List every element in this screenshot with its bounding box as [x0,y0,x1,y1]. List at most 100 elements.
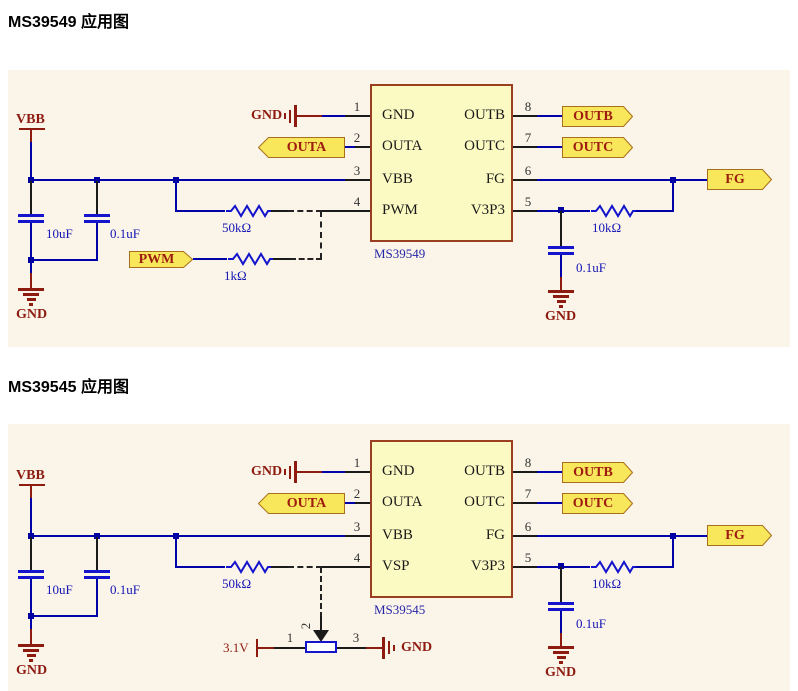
dashed-wire [320,211,322,259]
power-bar-icon [19,484,45,486]
ic-body [370,440,513,598]
wire [537,179,707,181]
pin-number: 3 [353,519,361,534]
port-label: PWM [138,251,175,267]
gnd-net-label: GND [16,307,48,322]
port-shape [707,169,772,190]
wire [320,616,322,632]
pin-number: 6 [524,519,532,534]
wire [175,535,177,567]
ground-bar-icon [289,110,291,123]
power-bar-icon [19,128,45,130]
wire [30,142,32,181]
wire [271,210,288,212]
port-label: OUTA [286,495,327,511]
dashed-wire [290,258,322,260]
pin-number: 1 [353,455,361,470]
wire [537,146,562,148]
ic-pin-label: FG [485,171,505,187]
resistor-symbol [226,204,271,218]
resistor-symbol [591,204,636,218]
wire [30,579,32,616]
capacitor-symbol [548,602,574,614]
ic-pin-label: OUTA [382,494,423,510]
pin-stub [513,115,537,117]
ic-pin-label: VSP [382,558,410,574]
ic-pin-label: V3P3 [470,202,505,218]
port-shape [562,137,633,158]
capacitor-symbol [18,214,44,226]
wire [537,115,562,117]
wire [366,647,382,649]
resistor-symbol [591,560,636,574]
pin-stub [355,146,370,148]
wire [345,146,355,148]
resistor-value: 50kΩ [222,220,252,235]
port-fg: FG [707,525,772,546]
port-label: FG [725,527,745,543]
wire [30,273,32,288]
ic-pin-label: GND [382,463,415,479]
ic-pin-label: GND [382,107,415,123]
vbb-net-label: VBB [16,112,45,127]
port-fg: FG [707,169,772,190]
ic-pin-label: OUTB [464,463,505,479]
ic-pin-label: VBB [382,171,413,187]
junction-dot [558,563,564,569]
pot-pin-number: 3 [352,630,360,645]
junction-dot [94,533,100,539]
ground-bar-icon [393,645,395,651]
wire [30,629,32,644]
ic-pin-label: OUTA [382,138,423,154]
wire [322,115,345,117]
port-pwm: PWM [129,251,193,268]
resistor-value: 1kΩ [224,268,247,283]
junction-dot [28,533,34,539]
cap-value: 0.1uF [576,616,606,631]
ic-name: MS39549 [374,246,426,261]
dashed-wire [320,567,322,618]
pin-number: 5 [524,550,532,565]
port-shape [707,525,772,546]
wire [30,130,32,142]
port-shape [562,462,633,483]
pin-stub [513,535,537,537]
gnd-net-label: GND [251,464,283,479]
terminal-bar-icon [256,639,258,657]
ground-bar-icon [388,641,390,654]
gnd-net-label: GND [16,663,48,678]
pot-pin-number: 2 [298,622,313,630]
wire [337,647,366,649]
pin-stub [345,471,370,473]
cap-value: 10uF [46,582,73,597]
ground-symbol [548,646,574,666]
cap-value: 10uF [46,226,73,241]
pin-stub [513,566,537,568]
wire [30,617,32,629]
resistor-value: 10kΩ [592,220,622,235]
wire [274,647,305,649]
gnd-net-label: GND [401,640,433,655]
ic-pin-label: OUTC [464,494,505,510]
pin-number: 4 [353,194,361,209]
wire [96,537,98,570]
pin-stub [355,502,370,504]
circuit1-title: MS39549 应用图 [8,14,129,31]
ground-bar-icon [382,637,385,659]
wire [96,181,98,214]
vbb-net-label: VBB [16,468,45,483]
ground-bar-icon [289,466,291,479]
wire [30,486,32,498]
wire [322,471,345,473]
pin-number: 7 [524,130,532,145]
port-shape [258,493,345,514]
port-outb: OUTB [562,106,633,127]
wire [96,579,98,616]
pin-stub [322,566,370,568]
wire [30,261,32,273]
port-shape [129,251,193,268]
gnd-net-label: GND [251,108,283,123]
port-label: OUTC [572,139,614,155]
wire [560,611,562,633]
pin-stub [513,179,537,181]
